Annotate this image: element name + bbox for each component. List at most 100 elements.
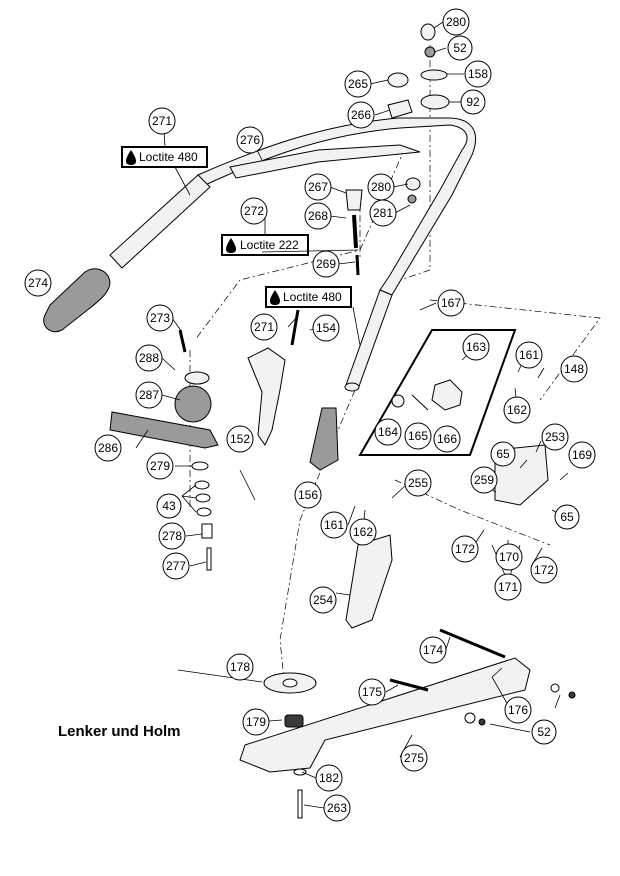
callout-276: 276 [236,126,264,154]
loctite-label-3: Loctite 480 [265,286,352,308]
svg-text:43: 43 [162,499,176,513]
svg-text:161: 161 [324,518,344,532]
svg-text:281: 281 [373,206,393,220]
callout-154: 154 [312,314,340,342]
loctite-label-1: Loctite 480 [121,146,208,168]
svg-text:162: 162 [507,403,527,417]
switch-box-inset [358,329,517,456]
callout-148: 148 [560,355,588,383]
svg-text:288: 288 [139,351,159,365]
callout-287: 287 [135,381,163,409]
callout-174: 174 [419,636,447,664]
callout-176: 176 [504,696,532,724]
callout-271-a: 271 [148,107,176,135]
diagram-title: Lenker und Holm [58,723,181,740]
callout-182: 182 [315,764,343,792]
svg-text:271: 271 [152,114,172,128]
svg-text:278: 278 [162,529,182,543]
callout-265: 265 [344,70,372,98]
svg-text:263: 263 [327,801,347,815]
svg-text:277: 277 [166,559,186,573]
callout-278: 278 [158,522,186,550]
callout-271-b: 271 [250,313,278,341]
svg-text:269: 269 [316,257,336,271]
svg-text:254: 254 [313,593,333,607]
loctite-label-2-text: Loctite 222 [240,238,299,252]
callout-164: 164 [374,418,402,446]
svg-text:172: 172 [534,563,554,577]
callout-275: 275 [400,744,428,772]
callout-175: 175 [358,678,386,706]
svg-text:92: 92 [466,95,480,109]
callout-172-a: 172 [451,535,479,563]
callout-280-b: 280 [367,173,395,201]
callout-255: 255 [404,469,432,497]
svg-text:176: 176 [508,703,528,717]
svg-text:174: 174 [423,643,443,657]
svg-text:279: 279 [150,459,170,473]
svg-text:280: 280 [446,15,466,29]
callout-280-a: 280 [442,8,470,36]
svg-text:167: 167 [441,296,461,310]
callout-268: 268 [304,202,332,230]
callout-286: 286 [94,434,122,462]
svg-text:166: 166 [437,432,457,446]
callout-bubbles: 280 52 265 158 266 92 271 276 267 280 26… [24,8,596,822]
svg-text:171: 171 [498,580,518,594]
svg-text:274: 274 [28,276,48,290]
callout-165: 165 [404,422,432,450]
callout-161-a: 161 [515,341,543,369]
svg-text:170: 170 [499,550,519,564]
callout-267: 267 [304,173,332,201]
callout-156: 156 [294,481,322,509]
svg-text:287: 287 [139,388,159,402]
callout-52-b: 52 [531,719,557,745]
loctite-label-1-text: Loctite 480 [139,150,198,164]
callout-277: 277 [162,552,190,580]
svg-text:165: 165 [408,429,428,443]
callout-281: 281 [369,199,397,227]
svg-text:272: 272 [244,204,264,218]
callout-43: 43 [156,493,182,519]
handle-grip-part [309,407,339,471]
callout-166: 166 [433,425,461,453]
svg-text:276: 276 [240,133,260,147]
svg-text:148: 148 [564,362,584,376]
callout-259: 259 [470,466,498,494]
callout-170: 170 [495,543,523,571]
svg-text:179: 179 [246,715,266,729]
callout-65-a: 65 [490,441,516,467]
callout-161-b: 161 [320,511,348,539]
svg-text:259: 259 [474,473,494,487]
loctite-label-3-text: Loctite 480 [283,290,342,304]
callout-158: 158 [464,60,492,88]
callout-169: 169 [568,441,596,469]
callout-272: 272 [240,197,268,225]
svg-text:154: 154 [316,321,336,335]
grip-part [43,268,111,333]
svg-text:253: 253 [545,430,565,444]
svg-text:65: 65 [496,447,510,461]
svg-text:265: 265 [348,77,368,91]
svg-text:255: 255 [408,476,428,490]
callout-178: 178 [226,653,254,681]
callout-263: 263 [323,794,351,822]
svg-text:280: 280 [371,180,391,194]
svg-text:271: 271 [254,320,274,334]
svg-text:156: 156 [298,488,318,502]
callout-162-b: 162 [349,518,377,546]
svg-text:178: 178 [230,660,250,674]
callout-269: 269 [312,250,340,278]
svg-text:275: 275 [404,751,424,765]
svg-text:52: 52 [453,41,467,55]
svg-text:172: 172 [455,542,475,556]
callout-273: 273 [146,304,174,332]
loctite-label-2: Loctite 222 [221,234,309,256]
callout-162-a: 162 [503,396,531,424]
svg-text:273: 273 [150,311,170,325]
upper-small-parts [178,23,450,353]
svg-text:163: 163 [466,340,486,354]
callout-279: 279 [146,452,174,480]
svg-text:164: 164 [378,425,398,439]
